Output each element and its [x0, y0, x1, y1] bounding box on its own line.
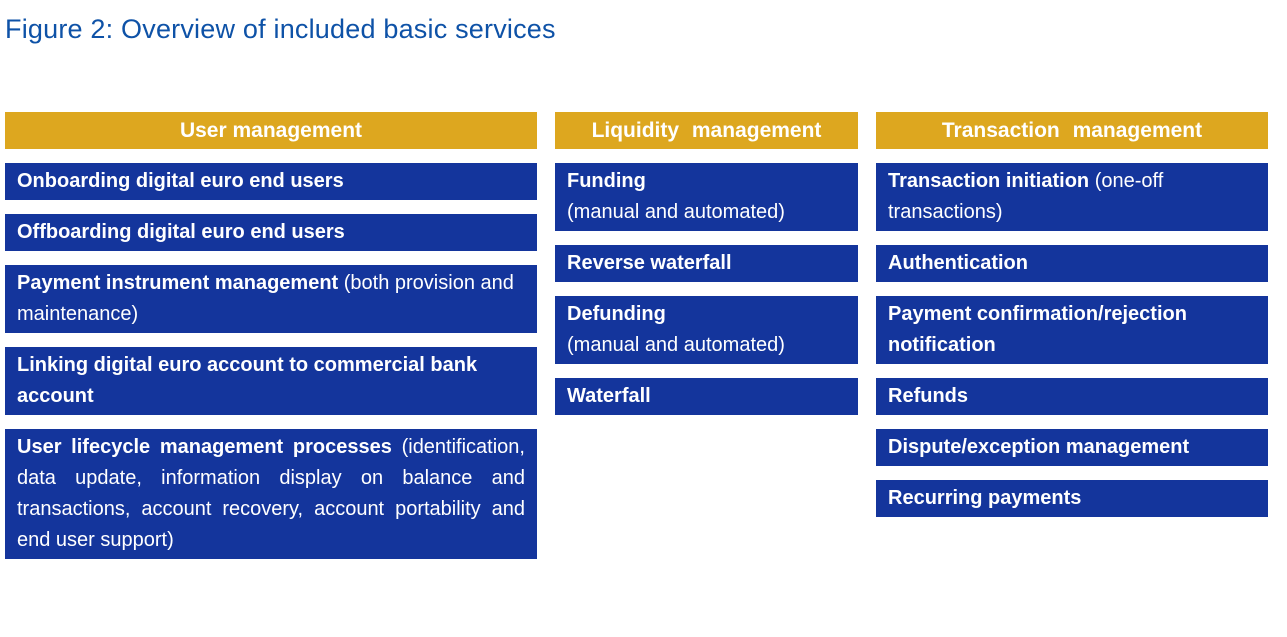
service-box-reverse-waterfall: Reverse waterfall: [555, 245, 858, 282]
service-box-recurring-payments: Recurring payments: [876, 480, 1268, 517]
service-label-detail: (identification, data update, informatio…: [17, 436, 525, 551]
service-box-authentication: Authentication: [876, 245, 1268, 282]
service-label-detail: (both provision and maintenance): [17, 272, 514, 325]
service-label: Offboarding digital euro end users: [17, 221, 345, 243]
service-label: Linking digital euro account to commerci…: [17, 354, 478, 407]
service-box-payment-confirmation-rejection: Payment confirmation/rejection notificat…: [876, 296, 1268, 364]
service-label: Transaction initiation: [888, 170, 1090, 192]
service-label: Recurring payments: [888, 487, 1082, 509]
service-label: Reverse waterfall: [567, 252, 732, 274]
service-box-refunds: Refunds: [876, 378, 1268, 415]
service-box-linking-account: Linking digital euro account to commerci…: [5, 347, 537, 415]
service-label: User lifecycle management processes: [17, 436, 392, 458]
service-label-detail: (one-off transactions): [888, 170, 1164, 223]
service-label: Payment instrument management: [17, 272, 339, 294]
service-box-onboarding: Onboarding digital euro end users: [5, 163, 537, 200]
service-label: Refunds: [888, 385, 968, 407]
service-label: Authentication: [888, 252, 1028, 274]
columns-row: User management Onboarding digital euro …: [5, 112, 1268, 559]
service-label: Payment confirmation/rejection notificat…: [888, 303, 1187, 356]
service-box-dispute-exception-management: Dispute/exception management: [876, 429, 1268, 466]
column-liquidity-management: Liquidity management Funding (manual and …: [555, 112, 858, 415]
column-header-liquidity-management: Liquidity management: [555, 112, 858, 149]
service-box-funding: Funding (manual and automated): [555, 163, 858, 231]
column-user-management: User management Onboarding digital euro …: [5, 112, 537, 559]
service-label: Funding: [567, 170, 646, 192]
service-label-detail: (manual and automated): [567, 201, 785, 223]
column-header-transaction-management: Transaction management: [876, 112, 1268, 149]
figure-title: Figure 2: Overview of included basic ser…: [5, 14, 556, 44]
service-box-user-lifecycle: User lifecycle management processes (ide…: [5, 429, 537, 559]
service-box-offboarding: Offboarding digital euro end users: [5, 214, 537, 251]
service-label-detail: (manual and automated): [567, 334, 785, 356]
service-label: Defunding: [567, 303, 666, 325]
service-box-waterfall: Waterfall: [555, 378, 858, 415]
service-label: Waterfall: [567, 385, 651, 407]
service-box-payment-instrument-management: Payment instrument management (both prov…: [5, 265, 537, 333]
service-box-transaction-initiation: Transaction initiation (one-off transact…: [876, 163, 1268, 231]
service-label: Dispute/exception management: [888, 436, 1190, 458]
service-label: Onboarding digital euro end users: [17, 170, 344, 192]
service-box-defunding: Defunding (manual and automated): [555, 296, 858, 364]
column-transaction-management: Transaction management Transaction initi…: [876, 112, 1268, 517]
column-header-user-management: User management: [5, 112, 537, 149]
